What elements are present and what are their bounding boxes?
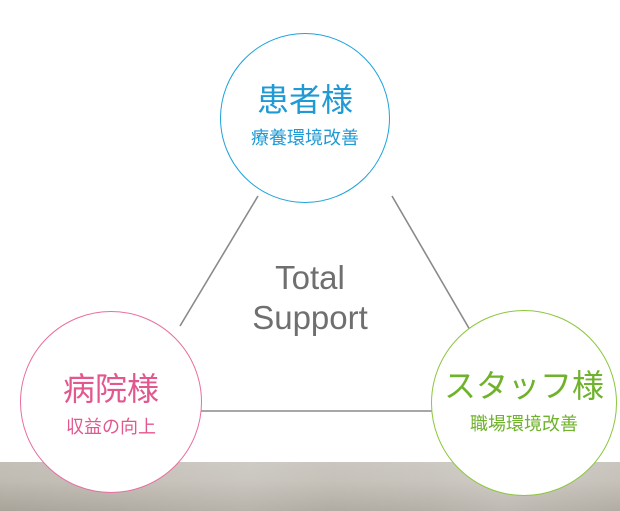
center-label: Total Support [230,258,390,338]
staff-node: スタッフ様 職場環境改善 [431,310,617,496]
staff-node-title: スタッフ様 [443,367,604,405]
patient-node-title: 患者様 [256,81,353,119]
center-label-line1: Total [275,259,345,296]
hospital-node-subtitle: 収益の向上 [66,417,156,438]
staff-node-subtitle: 職場環境改善 [470,414,578,435]
hospital-node-title: 病院様 [62,370,159,408]
patient-node-subtitle: 療養環境改善 [251,128,359,149]
connector-patient-hospital [179,195,259,327]
hospital-node: 病院様 収益の向上 [20,311,202,493]
connector-patient-staff [391,195,471,331]
center-label-line2: Support [252,299,368,336]
patient-node: 患者様 療養環境改善 [220,33,390,203]
